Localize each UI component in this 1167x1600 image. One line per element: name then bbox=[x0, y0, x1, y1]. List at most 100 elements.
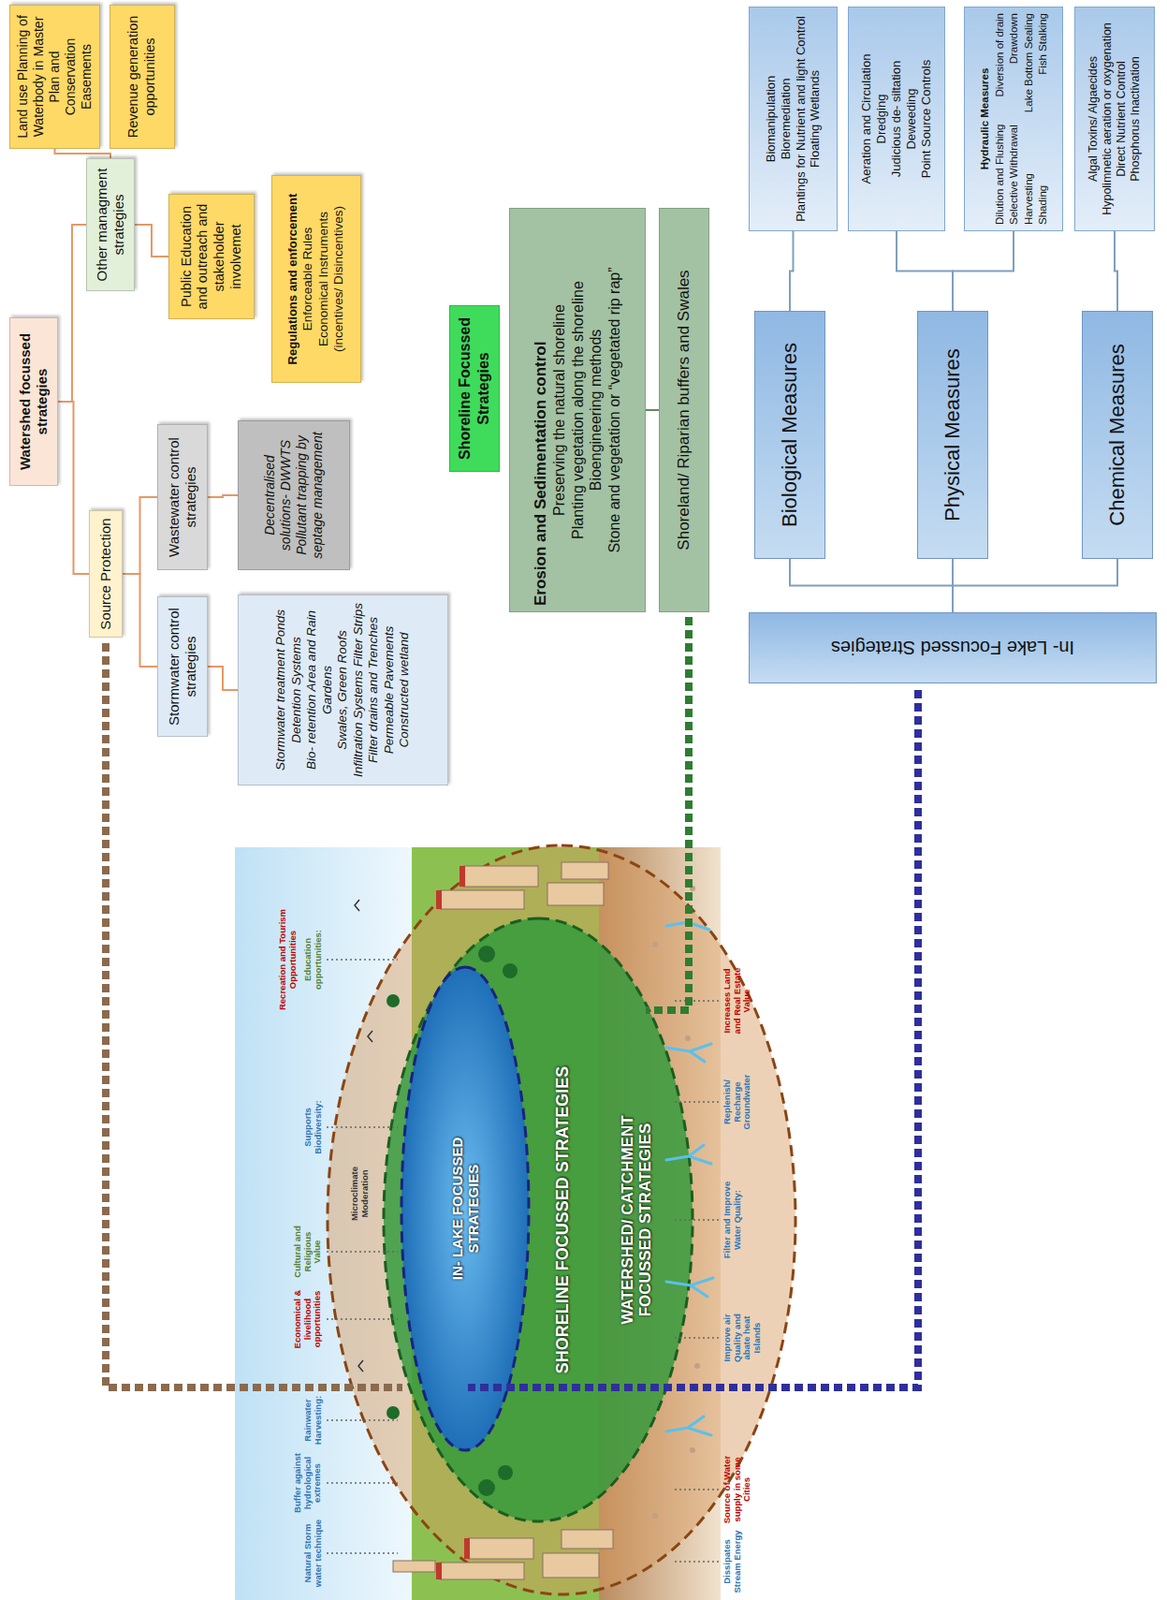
benefit-label: Dissipates Stream Energy bbox=[722, 1529, 743, 1593]
node-text: Biological Measures bbox=[777, 342, 803, 527]
tree-connector bbox=[207, 666, 238, 690]
node-text: Plantings for Nutrient and light Control bbox=[793, 15, 809, 222]
tree-connector bbox=[789, 231, 794, 311]
node-text: Planting vegetation along the shoreline bbox=[568, 280, 588, 540]
node-text: Phosphorus Inactivation bbox=[1128, 56, 1143, 181]
node-text: Pollutant trapping by septage management bbox=[293, 426, 326, 564]
node-text: Other managment strategies bbox=[93, 164, 129, 285]
node-text: Drawdown bbox=[1006, 13, 1021, 116]
node-text: Aeration and Circulation bbox=[859, 54, 875, 185]
tree-connector bbox=[55, 148, 112, 159]
node-text: Direct Nutrient Control bbox=[1114, 60, 1129, 177]
node-text: Floating Wetlands bbox=[807, 70, 823, 168]
strategy-box: Shoreland/ Riparian buffers and Swales bbox=[658, 207, 710, 613]
node-text: Detention Systems bbox=[289, 636, 305, 743]
category-box: Wastewater control strategies bbox=[157, 423, 208, 570]
node-text: Hypolimnetic aeration or oxygenation bbox=[1100, 22, 1115, 216]
zone-label: SHORELINE FOCUSSED STRATEGIES bbox=[553, 1050, 573, 1388]
measure-list: BiomanipulationBioremediationPlantings f… bbox=[748, 6, 838, 232]
node-text: Physical Measures bbox=[940, 348, 966, 522]
benefit-label: Supports Biodiversity: bbox=[303, 1087, 323, 1167]
node-text: Diversion of drain bbox=[992, 13, 1007, 116]
node-text: Shading bbox=[1035, 122, 1050, 225]
node-text: In- Lake Focussed Strategies bbox=[758, 636, 1148, 659]
benefit-label: Recreation and Tourism Opportunities bbox=[277, 906, 298, 1012]
node-text: Algal Toxins/ Algaecides bbox=[1086, 56, 1101, 182]
root-box: Watershed focussed strategies bbox=[9, 317, 59, 486]
node-text: Bioengineering methods bbox=[586, 329, 606, 492]
measure-box: Physical Measures bbox=[917, 310, 989, 559]
node-text: Watershed focussed strategies bbox=[16, 323, 52, 480]
node-text: Revenue generation opportunities bbox=[125, 11, 159, 143]
zone-label: IN- LAKE FOCUSSED STRATEGIES bbox=[449, 1114, 482, 1302]
strategy-box: Regulations and enforcementEnforceable R… bbox=[271, 175, 362, 383]
measure-list: Algal Toxins/ AlgaecidesHypolimnetic aer… bbox=[1074, 6, 1155, 232]
branch-box: Source Protection bbox=[88, 510, 123, 638]
benefit-label: Economical & livelihood opportunities bbox=[292, 1281, 323, 1357]
category-box: Stormwater control strategies bbox=[157, 596, 208, 737]
heading-text: Regulations and enforcement bbox=[285, 193, 301, 365]
node-text: Chemical Measures bbox=[1105, 343, 1131, 526]
node-text: Infiltration Systems Filter Strips Filte… bbox=[350, 600, 382, 779]
benefit-label: Source of Water supply in some Cities bbox=[722, 1454, 753, 1524]
measure-list: Stormwater treatment PondsDetention Syst… bbox=[237, 594, 449, 786]
tree-connector bbox=[207, 495, 238, 497]
node-text: Biomanipulation bbox=[763, 75, 779, 163]
tree-connector bbox=[645, 408, 659, 411]
node-text: Fish Stalking bbox=[1035, 13, 1050, 116]
tree-connector bbox=[789, 558, 953, 613]
node-text: Decentralised solutions- DWWTS bbox=[262, 426, 294, 564]
node-text: Economical Instruments (incentives/ Disi… bbox=[316, 181, 348, 377]
node-text: Dilution and Flushing bbox=[992, 122, 1007, 225]
node-text: Wastewater control strategies bbox=[165, 430, 201, 564]
heading-text: Hydraulic Measures bbox=[977, 68, 992, 171]
measure-list: Decentralised solutions- DWWTSPollutant … bbox=[237, 420, 351, 570]
node-text: Bio- retention Area and Rain Gardens bbox=[304, 600, 336, 779]
strategy-box: Land use Planning of Waterbody in Master… bbox=[9, 4, 101, 149]
node-text: Harvesting bbox=[1021, 122, 1036, 225]
node-text: Shoreline Focussed Strategies bbox=[455, 311, 493, 466]
node-text: Stormwater control strategies bbox=[165, 602, 201, 730]
item-grid: Dilution and Flushing Diversion of drainS… bbox=[992, 13, 1049, 225]
measure-box: Biological Measures bbox=[754, 310, 826, 559]
benefit-label: Replenish/ Recharge Groundwater bbox=[722, 1062, 753, 1141]
node-text: Stone and vegetation or “vegetated rip r… bbox=[605, 266, 625, 553]
benefit-label: Education opportunities: bbox=[303, 906, 323, 1012]
tree-connector bbox=[134, 224, 169, 257]
node-text: Preserving the natural shoreline bbox=[550, 304, 569, 516]
branch-box: Other managment strategies bbox=[86, 158, 135, 292]
tree-connector bbox=[952, 558, 1118, 613]
node-text: Selective Withdrawal bbox=[1006, 122, 1021, 225]
benefit-label: Improve air Quality and abate heat Islan… bbox=[722, 1301, 763, 1373]
benefit-label: Cultural and Religious Value bbox=[292, 1223, 323, 1280]
node-text: Deweeding bbox=[904, 87, 920, 149]
benefit-label: Natural Storm water technique bbox=[303, 1517, 323, 1589]
node-text: Bioremediation bbox=[778, 78, 794, 161]
benefit-label: Microclimate Moderation bbox=[350, 1141, 370, 1245]
node-text: Land use Planning of Waterbody in Master… bbox=[14, 11, 95, 143]
node-text: Source Protection bbox=[97, 517, 115, 629]
tree-connector bbox=[58, 224, 87, 402]
measure-box: Chemical Measures bbox=[1081, 310, 1153, 559]
strategy-box: Revenue generation opportunities bbox=[109, 4, 176, 149]
node-text: Enforceable Rules bbox=[300, 227, 316, 331]
benefit-label: Buffer against hydrological extremes bbox=[292, 1451, 323, 1514]
zone-label: WATERSHED/ CATCHMENT FOCUSSED STRATEGIES bbox=[618, 1069, 656, 1370]
node-text: Judicious de- siltation bbox=[889, 60, 905, 177]
benefit-label: Increases Land and Real Estate Value bbox=[722, 960, 753, 1041]
benefit-label: Rainwater Harvesting: bbox=[303, 1391, 323, 1448]
node-text: Point Source Controls bbox=[919, 59, 934, 178]
node-text: Lake Bottom Sealing bbox=[1021, 13, 1036, 116]
strategy-box: Public Education and outreach and stakeh… bbox=[168, 193, 255, 320]
node-text: Public Education and outreach and stakeh… bbox=[178, 200, 246, 313]
section-box: In- Lake Focussed Strategies bbox=[748, 612, 1157, 684]
section-box: Shoreline Focussed Strategies bbox=[449, 305, 500, 472]
tree-connector bbox=[122, 496, 158, 574]
measure-list: Aeration and CirculationDredgingJudiciou… bbox=[847, 6, 946, 232]
node-text: Permeable Pavements bbox=[381, 626, 397, 755]
node-text: Swales, Green Roofs bbox=[335, 629, 351, 750]
strategy-box: Erosion and Sedimentation controlPreserv… bbox=[509, 207, 646, 613]
node-text: Shoreland/ Riparian buffers and Swales bbox=[674, 269, 695, 550]
benefit-label: Filter and Improve Water Quality: bbox=[722, 1180, 743, 1259]
